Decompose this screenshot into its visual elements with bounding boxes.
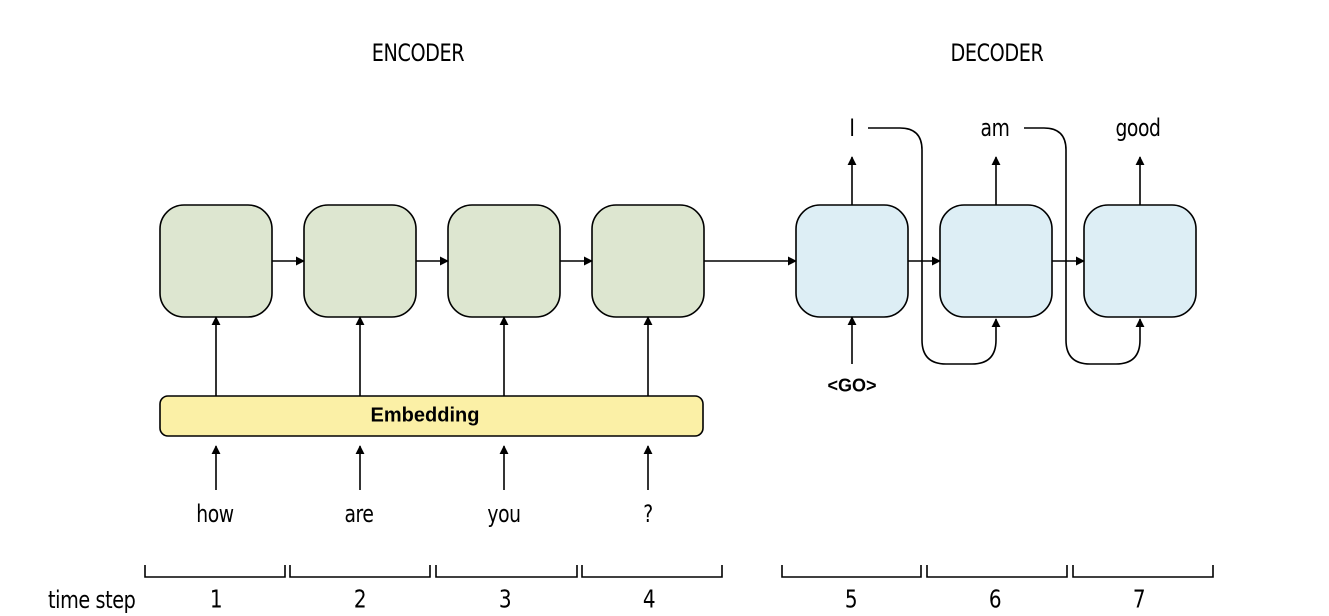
output-word-2: am (980, 114, 1010, 142)
time-step-7: 7 (1132, 584, 1146, 614)
decoder-cell-3 (1083, 204, 1197, 318)
embedding-bar (159, 395, 704, 437)
time-bracket-6 (926, 565, 1068, 578)
time-step-1: 1 (209, 584, 223, 614)
go-token: <GO> (827, 375, 877, 396)
time-step-6: 6 (988, 584, 1002, 614)
feedback-arrow-2 (1024, 127, 1145, 365)
time-bracket-1 (144, 565, 286, 578)
input-word-4: ? (643, 500, 653, 528)
output-word-3: good (1115, 114, 1161, 142)
encoder-cell-1 (159, 204, 273, 318)
time-bracket-4 (581, 565, 723, 578)
decoder-cell-1 (795, 204, 909, 318)
decoder-title: DECODER (950, 39, 1044, 67)
embedding-label: Embedding (370, 404, 480, 427)
decoder-cell-2 (939, 204, 1053, 318)
input-word-1: how (196, 500, 234, 528)
time-bracket-2 (289, 565, 431, 578)
time-step-3: 3 (498, 584, 512, 614)
encoder-cell-2 (303, 204, 417, 318)
time-step-4: 4 (642, 584, 656, 614)
feedback-arrow-1 (868, 127, 1001, 365)
input-word-3: you (487, 500, 521, 528)
encoder-cell-3 (447, 204, 561, 318)
encoder-cell-4 (591, 204, 705, 318)
output-word-1: I (849, 114, 855, 142)
time-step-2: 2 (353, 584, 367, 614)
time-step-label: time step (48, 586, 136, 614)
input-word-2: are (344, 500, 374, 528)
time-bracket-5 (781, 565, 922, 578)
time-step-5: 5 (844, 584, 858, 614)
encoder-title: ENCODER (371, 39, 465, 67)
time-bracket-7 (1072, 565, 1214, 578)
time-bracket-3 (435, 565, 578, 578)
